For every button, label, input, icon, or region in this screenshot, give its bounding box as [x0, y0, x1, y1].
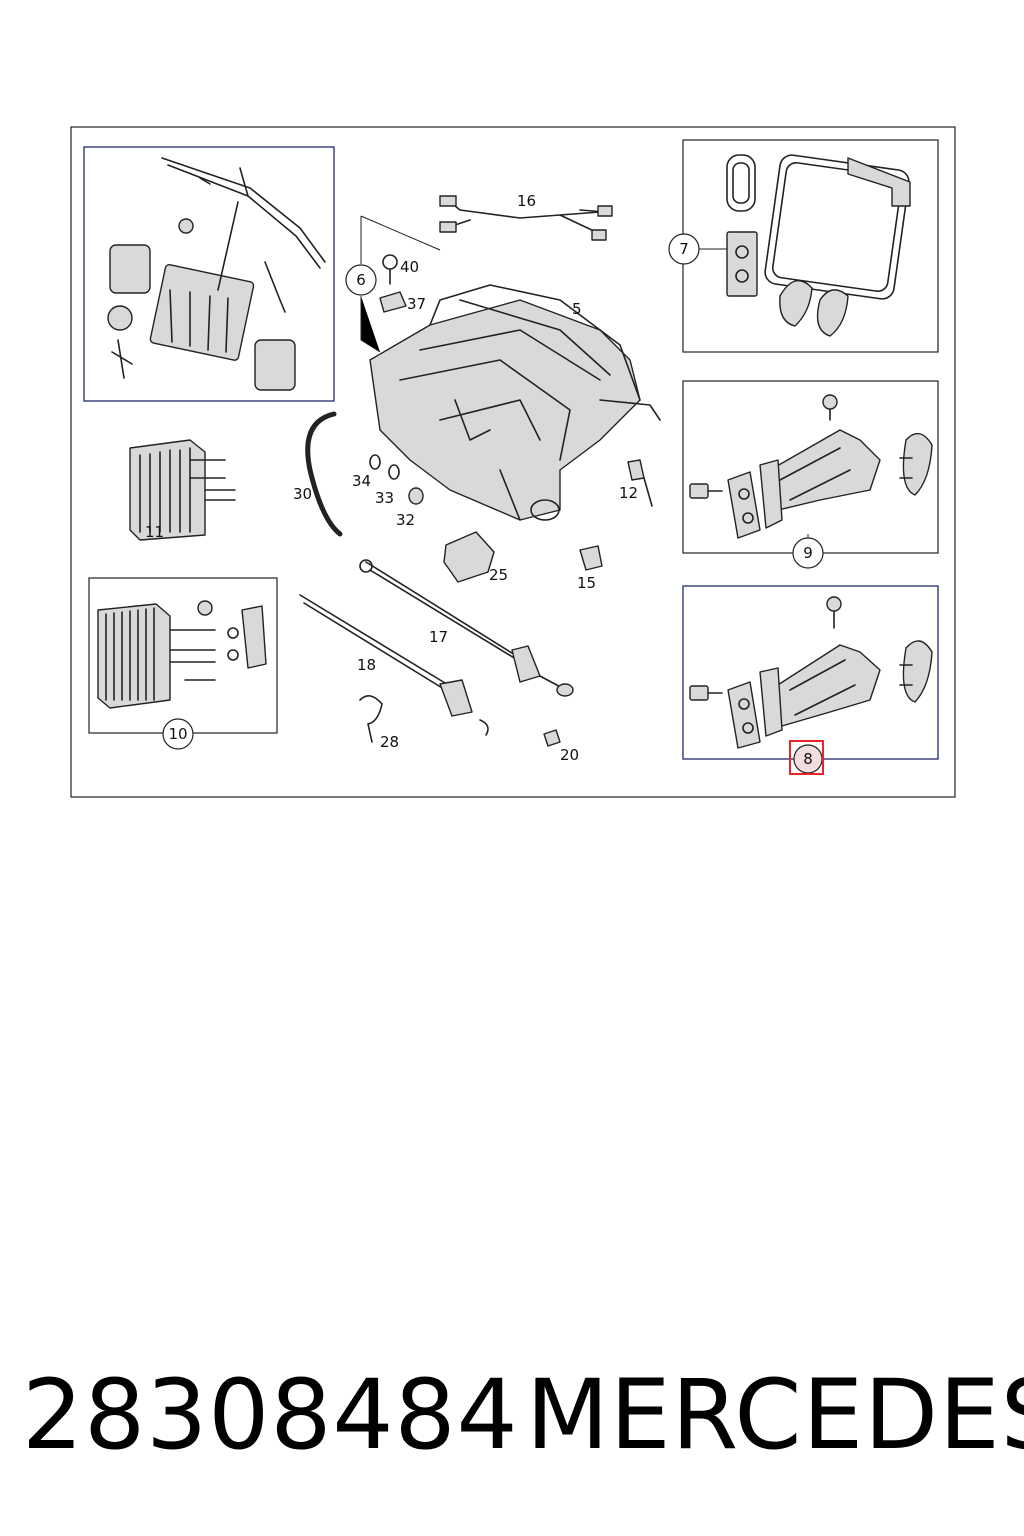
callout-28: 28: [380, 733, 399, 751]
valve-group-8: [682, 585, 939, 760]
callout-17: 17: [429, 628, 448, 646]
part-number: 28308484: [22, 1359, 519, 1471]
hose-30: [305, 411, 343, 537]
parts-diagram: 16 40 37 5 30 34 33 32 12 11 25 15 17 18…: [70, 126, 956, 798]
callout-12: 12: [619, 484, 638, 502]
callout-5: 5: [572, 300, 582, 318]
callout-25: 25: [489, 566, 508, 584]
callout-8-highlighted[interactable]: 8: [789, 740, 824, 775]
callout-32: 32: [396, 511, 415, 529]
callout-15: 15: [577, 574, 596, 592]
callout-16: 16: [517, 192, 536, 210]
small-parts: [359, 254, 653, 747]
callout-33: 33: [375, 489, 394, 507]
callout-6: 6: [345, 264, 377, 296]
callout-40: 40: [400, 258, 419, 276]
wiring-harness: [445, 199, 607, 233]
gasket-set-group: [682, 139, 939, 353]
callout-20: 20: [560, 746, 579, 764]
diagram-frame: [70, 126, 956, 798]
control-rods: [299, 559, 574, 736]
svg-text:9: 9: [803, 544, 813, 562]
heater-core-11: [129, 439, 236, 541]
heater-housing: [369, 284, 661, 521]
linkage-parts-group: [83, 146, 335, 402]
svg-text:7: 7: [679, 240, 689, 258]
callout-10: 10: [162, 718, 194, 750]
callout-18: 18: [357, 656, 376, 674]
callout-34: 34: [352, 472, 371, 490]
brand-name: MERCEDES: [526, 1359, 1024, 1471]
svg-text:10: 10: [168, 725, 187, 743]
svg-text:8: 8: [803, 750, 813, 768]
callout-30: 30: [293, 485, 312, 503]
svg-text:6: 6: [356, 271, 366, 289]
footer: 28308484 MERCEDES: [0, 1350, 1024, 1480]
callout-11: 11: [145, 523, 164, 541]
callout-9: 9: [792, 537, 824, 569]
callout-7: 7: [668, 233, 700, 265]
valve-group-9: [682, 380, 939, 554]
heater-core-10-group: [88, 577, 278, 734]
callout-37: 37: [407, 295, 426, 313]
